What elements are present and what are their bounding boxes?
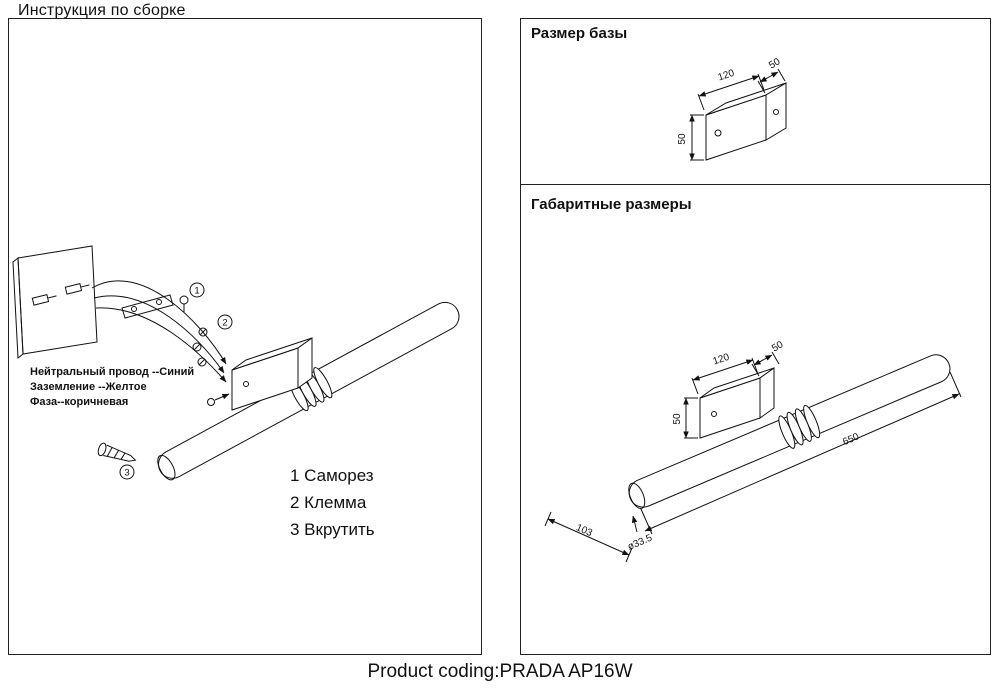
callout-3-number: 3 xyxy=(124,468,129,479)
legend-item-screw-in: 3 Вкрутить xyxy=(290,520,375,539)
base-size-drawing: 120 50 50 xyxy=(677,56,787,161)
dim-height-label: 50 xyxy=(677,133,688,145)
dim-depth-line xyxy=(753,354,773,366)
legend-item-screw: 1 Саморез xyxy=(290,466,374,485)
wall-anchor-icon xyxy=(31,294,57,306)
overall-size-heading: Габаритные размеры xyxy=(531,196,692,213)
dim-offset-line xyxy=(547,518,630,556)
dim-length-line xyxy=(698,75,760,97)
dim-tube-length-line xyxy=(644,393,960,532)
screw-to-block-icon xyxy=(207,393,230,406)
wire-neutral xyxy=(91,280,227,365)
wall-anchor-icon xyxy=(64,283,90,295)
dim-depth-label: 50 xyxy=(770,339,786,354)
dim-diameter-leader xyxy=(631,515,638,533)
dim-tube-length-label: 650 xyxy=(841,431,861,448)
product-coding: Product coding:PRADA AP16W xyxy=(367,661,633,682)
callout-1-number: 1 xyxy=(194,286,199,297)
screw-icon xyxy=(179,295,189,312)
base-size-heading: Размер базы xyxy=(531,25,628,42)
base-screw-hole xyxy=(714,129,722,137)
assembly-drawing: 1 2 3 xyxy=(12,245,460,481)
wire-label-neutral: Нейтральный провод --Синий xyxy=(30,366,195,378)
wire-label-ground: Заземление --Желтое xyxy=(30,381,147,393)
assembly-panel-frame xyxy=(8,18,482,655)
dim-offset-label: 103 xyxy=(574,522,594,539)
wire-phase xyxy=(95,307,227,383)
base-screw-hole xyxy=(773,109,779,115)
legend-item-terminal: 2 Клемма xyxy=(290,493,367,512)
callout-2: 2 xyxy=(217,314,233,330)
wire-label-phase: Фаза--коричневая xyxy=(30,396,129,408)
dim-length-label: 120 xyxy=(712,352,732,368)
dimensions-panel-frame xyxy=(520,18,991,655)
dim-height-label: 50 xyxy=(672,413,683,425)
wall-plate-edge xyxy=(12,257,24,359)
dim-depth-line xyxy=(759,71,779,83)
dim-depth-label: 50 xyxy=(767,56,783,71)
lamp-base-block xyxy=(231,337,313,411)
self-tapping-screw-icon xyxy=(97,442,137,462)
callout-2-number: 2 xyxy=(222,318,227,329)
base-box xyxy=(705,82,787,161)
collar-ring xyxy=(313,367,333,399)
callout-1: 1 xyxy=(189,282,205,298)
lamp-tube xyxy=(157,301,460,481)
callout-3: 3 xyxy=(119,464,135,480)
page-title: Инструкция по сборке xyxy=(18,2,186,19)
mounting-bracket xyxy=(121,294,174,319)
wire-ground xyxy=(93,295,225,374)
wall-plate xyxy=(17,245,98,355)
dim-diameter-label: ø33.5 xyxy=(626,532,654,552)
dim-length-label: 120 xyxy=(717,68,737,84)
overall-lamp-tube xyxy=(628,354,951,510)
terminal-screws-icon xyxy=(192,327,208,367)
dimensions-panel-divider xyxy=(520,184,991,185)
dim-length-line xyxy=(692,359,754,381)
overall-size-drawing: 120 50 50 650 ø33.5 103 xyxy=(544,339,962,563)
